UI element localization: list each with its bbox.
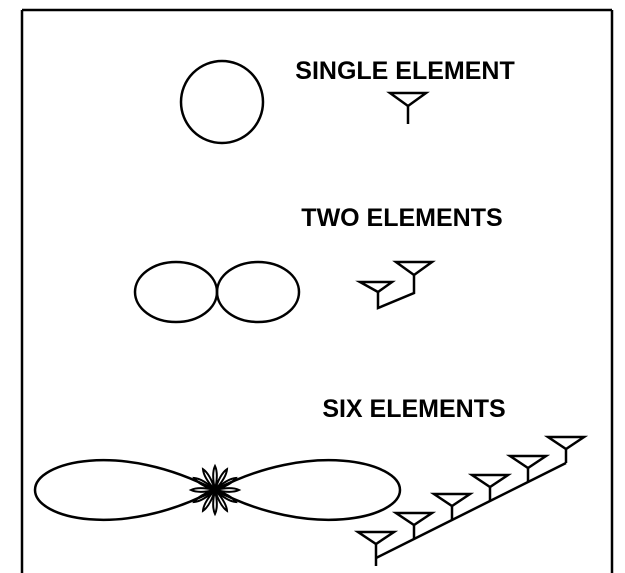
six-antenna-array-icon bbox=[353, 435, 589, 566]
six-element-pattern bbox=[33, 458, 402, 522]
two-elements-section: TWO ELEMENTS bbox=[133, 204, 503, 324]
feed-line bbox=[375, 461, 567, 560]
antenna-element bbox=[467, 473, 513, 489]
antenna-element bbox=[391, 511, 437, 527]
single-element-pattern bbox=[179, 59, 265, 145]
side-lobe-petals bbox=[188, 463, 242, 517]
six-elements-label: SIX ELEMENTS bbox=[322, 395, 505, 423]
six-elements-section: SIX ELEMENTS bbox=[33, 395, 589, 566]
side-lobes bbox=[188, 463, 242, 517]
antenna-element bbox=[353, 530, 399, 546]
antenna-element bbox=[429, 492, 475, 508]
single-antenna-icon bbox=[386, 91, 430, 124]
two-antenna-array-icon bbox=[355, 260, 436, 310]
antenna-element bbox=[543, 435, 589, 451]
two-elements-label: TWO ELEMENTS bbox=[301, 204, 502, 232]
two-element-pattern bbox=[133, 260, 301, 324]
single-element-label: SINGLE ELEMENT bbox=[295, 57, 514, 85]
single-element-section: SINGLE ELEMENT bbox=[179, 57, 515, 145]
antenna-element bbox=[505, 454, 551, 470]
